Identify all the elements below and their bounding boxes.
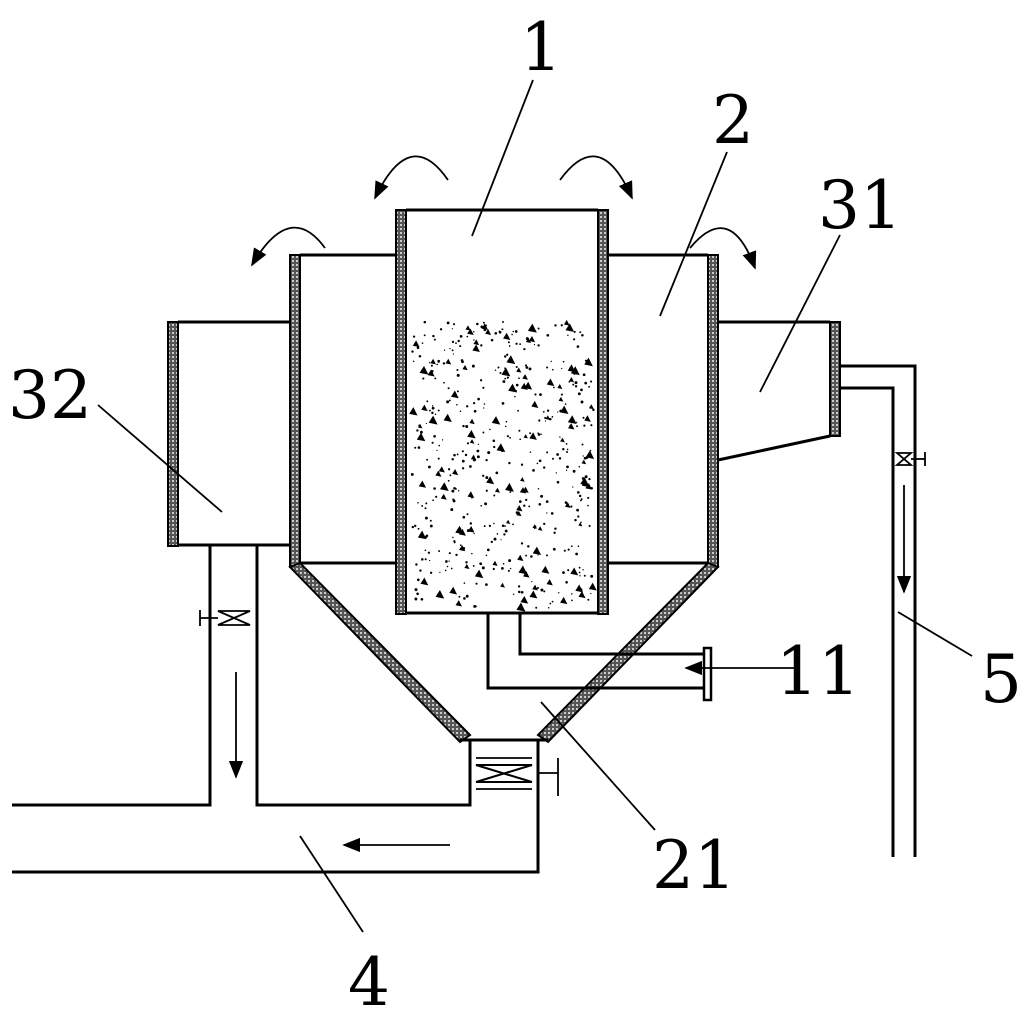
- label-2: 2: [712, 82, 754, 159]
- label-5: 5: [980, 641, 1022, 718]
- outer-vessel: [289, 253, 719, 568]
- right-tank: [717, 320, 841, 462]
- left-tank: [167, 320, 290, 547]
- label-11: 11: [776, 633, 860, 710]
- valve-icon: [475, 757, 559, 796]
- leader-lines: [97, 79, 973, 933]
- valve-icon: [199, 610, 251, 626]
- valve-icon: [894, 452, 926, 466]
- label-1: 1: [520, 9, 562, 86]
- packing-particles: [409, 319, 597, 612]
- label-32: 32: [8, 357, 92, 434]
- label-4: 4: [348, 944, 390, 1015]
- overflow-arrows: [251, 155, 757, 270]
- label-31: 31: [818, 167, 902, 244]
- feed-pipe: [486, 614, 800, 702]
- collection-pipe: [12, 546, 559, 874]
- label-21: 21: [652, 827, 736, 904]
- inner-cylinder: [395, 208, 609, 615]
- discharge-pipe: [840, 364, 926, 857]
